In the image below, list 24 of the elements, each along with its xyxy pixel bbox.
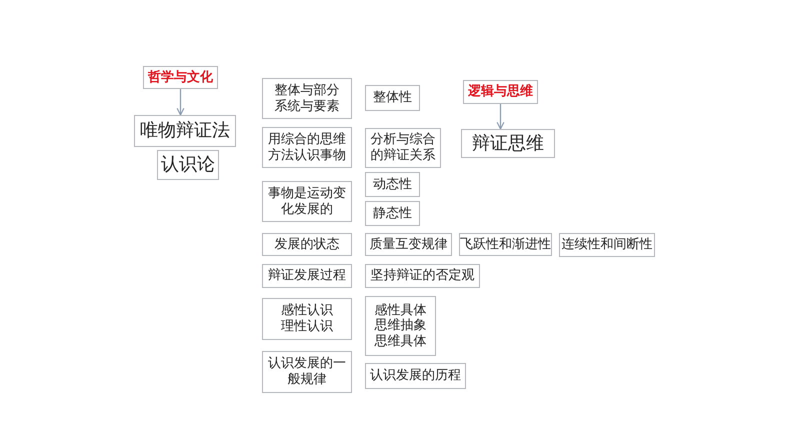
text-box: 整体与部分系统与要素 <box>262 78 352 119</box>
heading-box: 逻辑与思维 <box>463 80 538 104</box>
text-box: 用综合的思维方法认识事物 <box>262 127 352 168</box>
text-box: 认识发展的一般规律 <box>262 351 352 393</box>
text-box: 辩证思维 <box>461 129 555 158</box>
text-box: 唯物辩证法 <box>134 115 236 147</box>
text-box: 连续性和间断性 <box>559 233 655 257</box>
text-box: 整体性 <box>365 85 420 111</box>
text-box: 分析与综合的辩证关系 <box>365 128 441 168</box>
arrow <box>496 104 504 130</box>
text-box: 认识发展的历程 <box>365 363 466 389</box>
text-box: 感性具体思维抽象思维具体 <box>365 296 436 356</box>
text-box: 质量互变规律 <box>365 233 452 256</box>
text-box: 辩证发展过程 <box>262 264 352 288</box>
text-box: 认识论 <box>157 150 219 180</box>
text-box: 动态性 <box>365 172 420 197</box>
text-box: 飞跃性和渐进性 <box>459 233 552 256</box>
text-box: 坚持辩证的否定观 <box>365 264 480 288</box>
text-box: 感性认识理性认识 <box>262 298 352 340</box>
text-box: 事物是运动变化发展的 <box>262 181 352 222</box>
heading-box: 哲学与文化 <box>143 66 218 89</box>
text-box: 静态性 <box>365 201 420 226</box>
text-box: 发展的状态 <box>262 233 352 256</box>
arrow <box>176 89 184 116</box>
